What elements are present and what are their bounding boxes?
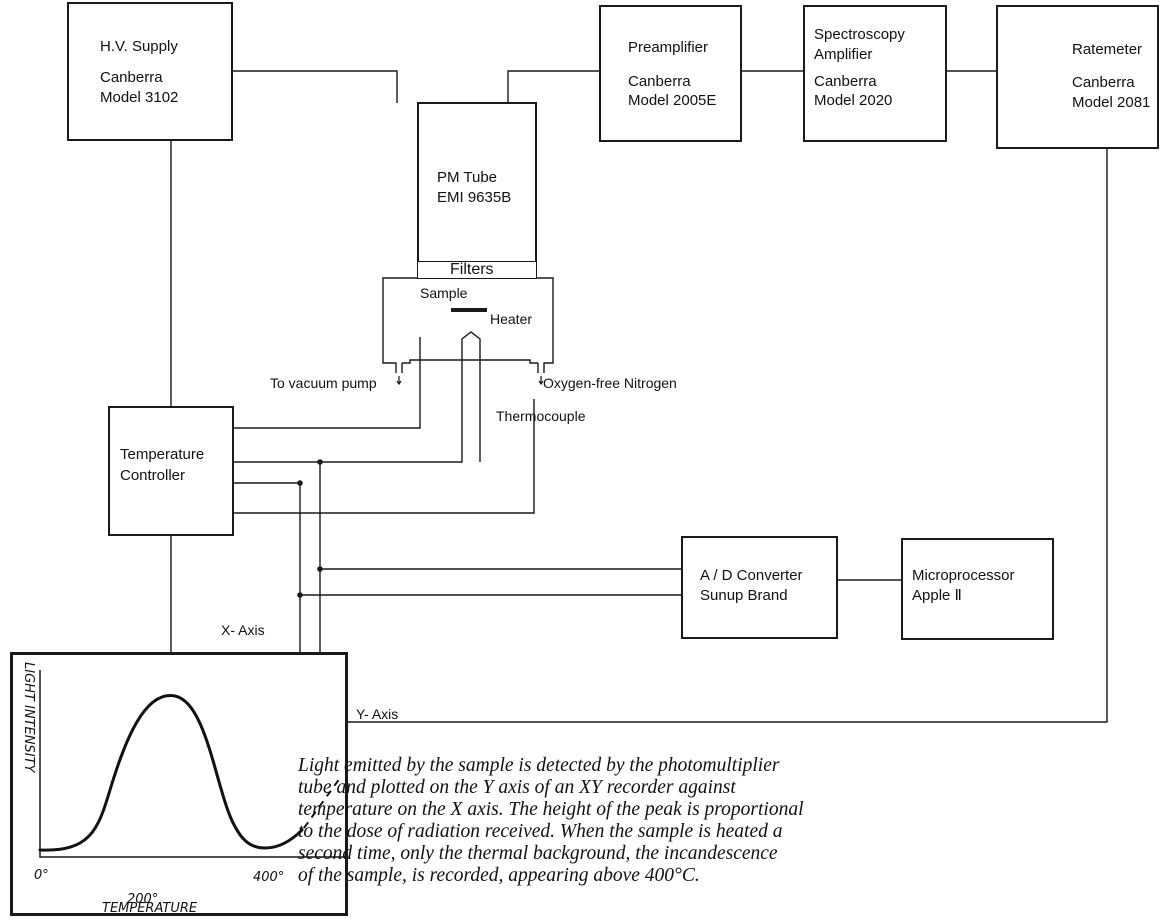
spectroscopy-amplifier-box: [803, 5, 947, 142]
wire-pmtube-to-preamp: [507, 70, 600, 103]
chamber-right-wall: [536, 277, 554, 373]
plot-y-label: LIGHT INTENSITY: [21, 662, 36, 773]
pm-tube-box: [417, 102, 537, 279]
plot-tick-200: 200°: [127, 892, 158, 907]
wire-hv-to-pmtube: [232, 70, 398, 103]
microprocessor-label-2: Apple Ⅱ: [912, 587, 962, 604]
preamplifier-maker: Canberra: [628, 73, 691, 90]
preamplifier-title: Preamplifier: [628, 39, 709, 56]
ad-converter-label-2: Sunup Brand: [700, 587, 788, 604]
xy-recorder-box: [10, 652, 348, 916]
temperature-controller-label-1: Temperature: [120, 446, 205, 463]
hv-supply-title: H.V. Supply: [100, 38, 178, 55]
preamplifier-model: Model 2005E: [628, 92, 717, 109]
y-axis-label: Y- Axis: [356, 706, 399, 722]
ratemeter-box: [996, 5, 1159, 149]
spectroscopy-amplifier-model: Model 2020: [814, 92, 893, 109]
vacuum-port-arrow: [396, 376, 402, 386]
ratemeter-model: Model 2081: [1072, 94, 1151, 111]
spectroscopy-amplifier-title-2: Amplifier: [814, 46, 873, 63]
recorder-plot: LIGHT INTENSITY TEMPERATURE 0° 200° 400°: [21, 662, 345, 916]
x-axis-label: X- Axis: [221, 622, 265, 638]
microprocessor-box: [901, 538, 1054, 640]
vacuum-pump-label: To vacuum pump: [270, 375, 377, 391]
plot-tick-400: 400°: [253, 870, 284, 885]
filters-label: Filters: [450, 261, 494, 278]
junction-dot: [317, 566, 323, 572]
junction-dot: [297, 592, 303, 598]
sample-label: Sample: [420, 285, 468, 301]
plot-tick-0: 0°: [34, 868, 49, 883]
spectroscopy-amplifier-title-1: Spectroscopy: [814, 26, 905, 43]
wire-ratemeter-to-y-axis: [348, 148, 1108, 723]
hv-supply-box: [67, 2, 233, 141]
thermocouple-label: Thermocouple: [496, 408, 586, 424]
junction-dot: [297, 480, 303, 486]
ad-converter-label-1: A / D Converter: [700, 567, 803, 584]
ratemeter-maker: Canberra: [1072, 74, 1135, 91]
chamber-base: [402, 359, 538, 364]
plot-axes: [39, 670, 345, 858]
chamber-left-wall: [382, 277, 420, 373]
pm-tube-label-2: EMI 9635B: [437, 189, 512, 206]
hv-supply-model: Model 3102: [100, 89, 179, 106]
pm-tube-label-1: PM Tube: [437, 169, 498, 186]
incandescence-dashed: [303, 777, 341, 829]
wire-heater-thermocouple: [233, 331, 481, 463]
heater-label: Heater: [490, 311, 533, 327]
temperature-controller-label-2: Controller: [120, 467, 186, 484]
nitrogen-label: Oxygen-free Nitrogen: [543, 375, 677, 391]
figure-caption: Light emitted by the sample is detected …: [298, 755, 804, 886]
hv-supply-maker: Canberra: [100, 69, 163, 86]
junction-dot: [317, 459, 323, 465]
filters-box: [417, 261, 537, 279]
spectroscopy-amplifier-maker: Canberra: [814, 73, 877, 90]
glow-curve: [38, 694, 304, 852]
microprocessor-label-1: Microprocessor: [912, 567, 1015, 584]
nitrogen-port-arrow: [538, 376, 544, 386]
sample-slab: [451, 308, 487, 312]
wire-heater-left: [233, 337, 421, 429]
temperature-controller-box: [108, 406, 234, 536]
ad-converter-box: [681, 536, 838, 639]
plot-x-label: TEMPERATURE: [102, 901, 198, 916]
wire-ground: [233, 399, 535, 514]
ratemeter-title: Ratemeter: [1072, 41, 1143, 58]
preamplifier-box: [599, 5, 742, 142]
